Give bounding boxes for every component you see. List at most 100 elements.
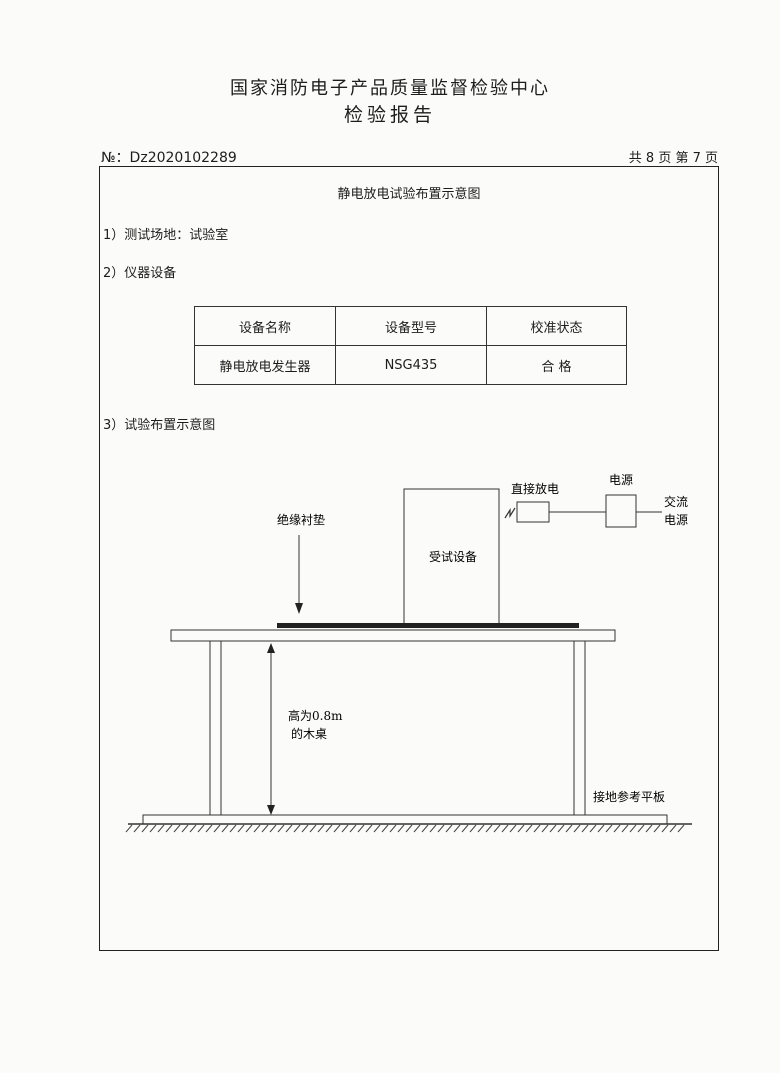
- table-cell: NSG435: [335, 345, 487, 385]
- hatch-mark: [461, 824, 469, 833]
- hatch-mark: [333, 824, 341, 833]
- direct-discharge-label: 直接放电: [511, 481, 559, 496]
- equipment-table: 设备名称 设备型号 校准状态 静电放电发生器 NSG435 合 格: [194, 306, 627, 385]
- hatch-mark: [605, 824, 613, 833]
- hatch-mark: [149, 824, 157, 833]
- hatch-mark: [645, 824, 653, 833]
- hatch-mark: [661, 824, 669, 833]
- hatch-mark: [613, 824, 621, 833]
- hatch-mark: [469, 824, 477, 833]
- hatch-mark: [549, 824, 557, 833]
- spark-icon: [504, 507, 516, 519]
- ac-power-label-1: 交流: [664, 494, 688, 509]
- hatch-mark: [221, 824, 229, 833]
- insulating-pad-label: 绝缘衬垫: [277, 512, 325, 527]
- table-leg-right: [573, 640, 586, 816]
- hatch-mark: [157, 824, 165, 833]
- report-number: №：Dz2020102289: [101, 150, 237, 166]
- hatch-mark: [165, 824, 173, 833]
- eut-label: 受试设备: [429, 549, 477, 564]
- hatch-mark: [637, 824, 645, 833]
- organization-title: 国家消防电子产品质量监督检验中心: [230, 78, 550, 99]
- hatch-mark: [581, 824, 589, 833]
- discharge-box: [516, 501, 550, 523]
- hatch-mark: [565, 824, 573, 833]
- hatch-mark: [509, 824, 517, 833]
- table-top: [170, 629, 616, 642]
- hatch-mark: [285, 824, 293, 833]
- hatch-mark: [589, 824, 597, 833]
- hatch-mark: [245, 824, 253, 833]
- page-info: 共 8 页 第 7 页: [628, 151, 718, 166]
- hatch-mark: [277, 824, 285, 833]
- hatch-mark: [229, 824, 237, 833]
- hatch-mark: [125, 824, 133, 833]
- content-frame: [99, 166, 719, 951]
- hatch-mark: [629, 824, 637, 833]
- hatch-mark: [501, 824, 509, 833]
- test-site-line: 1）测试场地：试验室: [103, 228, 229, 243]
- hatch-mark: [397, 824, 405, 833]
- hatch-mark: [517, 824, 525, 833]
- table-leg-left: [209, 640, 222, 816]
- hatch-mark: [429, 824, 437, 833]
- insulating-pad: [277, 623, 579, 628]
- hatch-mark: [389, 824, 397, 833]
- hatch-mark: [413, 824, 421, 833]
- table-row: 静电放电发生器 NSG435 合 格: [194, 345, 627, 385]
- hatch-mark: [533, 824, 541, 833]
- hatch-mark: [477, 824, 485, 833]
- column-header: 设备型号: [335, 306, 487, 346]
- column-header: 校准状态: [486, 306, 627, 346]
- hatch-mark: [189, 824, 197, 833]
- hatch-mark: [453, 824, 461, 833]
- hatch-mark: [253, 824, 261, 833]
- hatch-mark: [213, 824, 221, 833]
- hatch-mark: [237, 824, 245, 833]
- hatch-mark: [573, 824, 581, 833]
- hatch-mark: [293, 824, 301, 833]
- power-supply-label: 电源: [609, 473, 633, 487]
- hatch-mark: [405, 824, 413, 833]
- hatch-mark: [141, 824, 149, 833]
- ground-hatching: [125, 824, 685, 833]
- hatch-mark: [621, 824, 629, 833]
- hatch-mark: [373, 824, 381, 833]
- hatch-mark: [541, 824, 549, 833]
- hatch-mark: [653, 824, 661, 833]
- hatch-mark: [597, 824, 605, 833]
- hatch-mark: [181, 824, 189, 833]
- hatch-mark: [493, 824, 501, 833]
- hatch-mark: [445, 824, 453, 833]
- arrow-head-icon: [267, 805, 275, 815]
- table-desc-label-2: 的木桌: [291, 726, 327, 741]
- hatch-mark: [557, 824, 565, 833]
- hatch-mark: [341, 824, 349, 833]
- diagram-heading: 3）试验布置示意图: [103, 418, 216, 433]
- power-supply-box: [605, 494, 637, 528]
- section-title: 静电放电试验布置示意图: [337, 187, 481, 202]
- hatch-mark: [421, 824, 429, 833]
- hatch-mark: [381, 824, 389, 833]
- hatch-mark: [669, 824, 677, 833]
- document-title: 检验报告: [343, 104, 436, 126]
- hatch-mark: [173, 824, 181, 833]
- hatch-mark: [133, 824, 141, 833]
- hatch-mark: [261, 824, 269, 833]
- hatch-mark: [317, 824, 325, 833]
- ground-plane-label: 接地参考平板: [593, 789, 665, 804]
- hatch-mark: [349, 824, 357, 833]
- table-desc-label-1: 高为0.8m: [288, 708, 343, 723]
- hatch-mark: [365, 824, 373, 833]
- equipment-heading: 2）仪器设备: [103, 266, 177, 281]
- hatch-mark: [525, 824, 533, 833]
- table-cell: 合 格: [486, 345, 627, 385]
- hatch-mark: [437, 824, 445, 833]
- hatch-mark: [677, 824, 685, 833]
- ac-power-label-2: 电源: [664, 513, 688, 527]
- hatch-mark: [301, 824, 309, 833]
- arrow-head-icon: [267, 643, 275, 653]
- hatch-mark: [205, 824, 213, 833]
- arrow-head-icon: [295, 603, 303, 614]
